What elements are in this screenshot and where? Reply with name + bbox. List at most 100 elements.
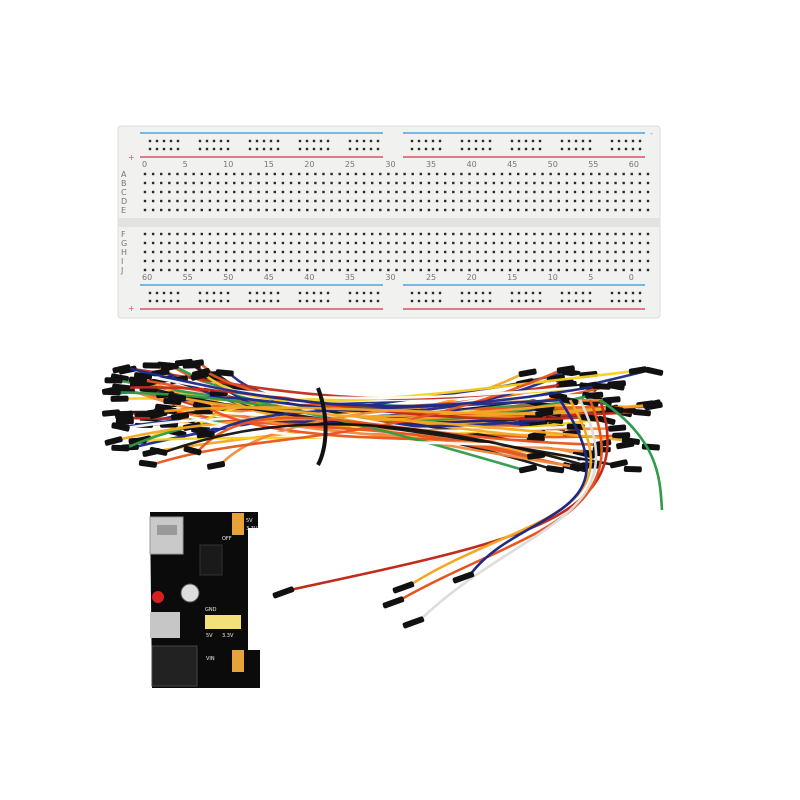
- breadboard-hole: [297, 241, 301, 245]
- breadboard-hole: [452, 250, 455, 254]
- breadboard-hole: [233, 232, 236, 236]
- breadboard-hole: [622, 172, 625, 176]
- breadboard-hole: [249, 259, 252, 263]
- breadboard-hole: [541, 259, 544, 263]
- breadboard-hole: [614, 199, 617, 203]
- rail-hole: [410, 139, 414, 143]
- wire-connector: [104, 436, 123, 446]
- rail-hole: [467, 147, 471, 151]
- voltage-jumper-bottom: [232, 650, 244, 672]
- breadboard-hole: [322, 199, 325, 203]
- breadboard-hole: [403, 190, 406, 194]
- breadboard-hole: [622, 268, 625, 272]
- breadboard-hole: [419, 268, 423, 272]
- rail-plus-label: +: [128, 304, 135, 313]
- breadboard-hole: [557, 208, 560, 212]
- breadboard-hole: [306, 268, 309, 272]
- breadboard-hole: [411, 268, 414, 272]
- rail-hole: [460, 139, 464, 143]
- breadboard-hole: [208, 190, 212, 194]
- breadboard-hole: [590, 208, 593, 212]
- rail-hole: [169, 291, 173, 295]
- jumper-wire: [289, 399, 609, 592]
- breadboard-hole: [216, 259, 220, 263]
- breadboard-hole: [184, 268, 187, 272]
- breadboard-hole: [160, 181, 163, 185]
- breadboard-hole: [606, 172, 609, 176]
- breadboard-hole: [265, 241, 268, 245]
- breadboard-hole: [443, 208, 447, 212]
- breadboard-hole: [403, 259, 406, 263]
- breadboard-hole: [200, 232, 203, 236]
- breadboard-hole: [370, 241, 374, 245]
- breadboard-hole: [427, 208, 431, 212]
- rail-hole: [510, 139, 514, 143]
- wire-connector: [452, 571, 475, 584]
- rail-hole: [574, 291, 578, 295]
- rail-hole: [588, 139, 592, 143]
- breadboard-hole: [370, 259, 374, 263]
- jumper-wire: [419, 399, 598, 621]
- breadboard-hole: [281, 250, 285, 254]
- breadboard-hole: [630, 268, 633, 272]
- breadboard-hole: [379, 172, 382, 176]
- breadboard-hole: [549, 250, 552, 254]
- breadboard-hole: [541, 190, 544, 194]
- breadboard-hole: [151, 268, 155, 272]
- breadboard-hole: [452, 190, 455, 194]
- breadboard-hole: [630, 172, 633, 176]
- breadboard-hole: [516, 199, 520, 203]
- rail-hole: [198, 291, 202, 295]
- breadboard-hole: [614, 181, 617, 185]
- breadboard-hole: [435, 250, 439, 254]
- rail-hole: [538, 139, 542, 143]
- breadboard-hole: [354, 232, 358, 236]
- rail-hole: [305, 299, 309, 303]
- breadboard-hole: [200, 199, 203, 203]
- breadboard-hole: [306, 208, 309, 212]
- breadboard-hole: [492, 250, 496, 254]
- breadboard-hole: [638, 181, 642, 185]
- breadboard-hole: [533, 268, 536, 272]
- breadboard-hole: [565, 190, 569, 194]
- rail-hole: [467, 139, 471, 143]
- breadboard-hole: [468, 190, 471, 194]
- breadboard-hole: [257, 268, 260, 272]
- column-number: 10: [548, 273, 558, 282]
- wire-connector: [382, 596, 405, 609]
- breadboard-hole: [606, 199, 609, 203]
- breadboard-hole: [184, 250, 187, 254]
- breadboard-hole: [411, 232, 414, 236]
- breadboard-hole: [614, 172, 617, 176]
- breadboard-hole: [208, 199, 212, 203]
- breadboard-hole: [192, 181, 195, 185]
- breadboard-hole: [160, 268, 163, 272]
- rail-hole: [176, 139, 180, 143]
- breadboard-hole: [476, 208, 479, 212]
- breadboard-hole: [452, 172, 455, 176]
- rail-hole: [474, 139, 478, 143]
- breadboard-hole: [330, 268, 333, 272]
- cable-tie: [316, 387, 328, 466]
- breadboard-hole: [492, 190, 496, 194]
- breadboard-hole: [354, 268, 358, 272]
- breadboard-hole: [590, 232, 593, 236]
- rail-hole: [531, 147, 535, 151]
- rail-hole: [298, 291, 302, 295]
- breadboard-hole: [557, 190, 560, 194]
- rail-hole: [588, 291, 592, 295]
- breadboard-hole: [500, 190, 504, 194]
- rail-hole: [581, 139, 585, 143]
- rail-hole: [355, 147, 359, 151]
- rail-hole: [162, 299, 166, 303]
- jumper-wire: [147, 375, 584, 400]
- rail-hole: [624, 299, 628, 303]
- breadboard-hole: [200, 172, 203, 176]
- breadboard-hole: [460, 181, 463, 185]
- wire-connector: [518, 368, 537, 378]
- breadboard-hole: [476, 250, 479, 254]
- breadboard-hole: [590, 190, 593, 194]
- breadboard-hole: [476, 190, 479, 194]
- breadboard-hole: [322, 172, 325, 176]
- breadboard-hole: [387, 259, 390, 263]
